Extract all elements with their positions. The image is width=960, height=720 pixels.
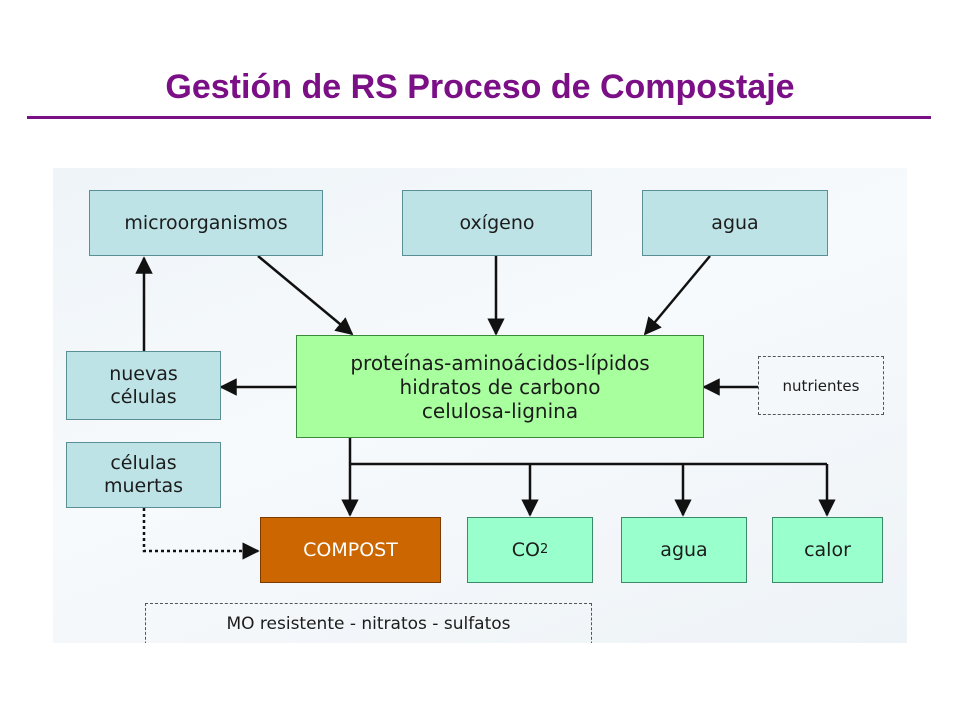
co2-subscript: 2 <box>539 542 549 558</box>
co2-label: CO <box>511 538 540 561</box>
title-underline <box>27 116 931 119</box>
compost-box: COMPOST <box>260 517 441 583</box>
water-output-box: agua <box>621 517 747 583</box>
compost-composition-note: MO resistente - nitratos - sulfatos <box>145 603 592 643</box>
new-cells-box: nuevas células <box>66 351 221 420</box>
water-input-box: agua <box>642 190 828 256</box>
heat-box: calor <box>772 517 883 583</box>
oxygen-box: oxígeno <box>402 190 592 256</box>
arrow-dead-cells-to-compost <box>142 508 260 560</box>
substrate-box: proteínas-aminoácidos-lípidos hidratos d… <box>296 335 704 438</box>
arrow-water-to-substrate <box>643 255 711 336</box>
page-title: Gestión de RS Proceso de Compostaje <box>165 68 795 106</box>
connector-arrows <box>135 255 836 560</box>
microorganisms-box: microorganismos <box>89 190 323 256</box>
composting-diagram: microorganismos oxígeno agua proteínas-a… <box>53 168 907 643</box>
dead-cells-box: células muertas <box>66 442 221 508</box>
nutrients-box: nutrientes <box>758 356 884 415</box>
arrow-microorganisms-to-substrate <box>257 255 354 336</box>
